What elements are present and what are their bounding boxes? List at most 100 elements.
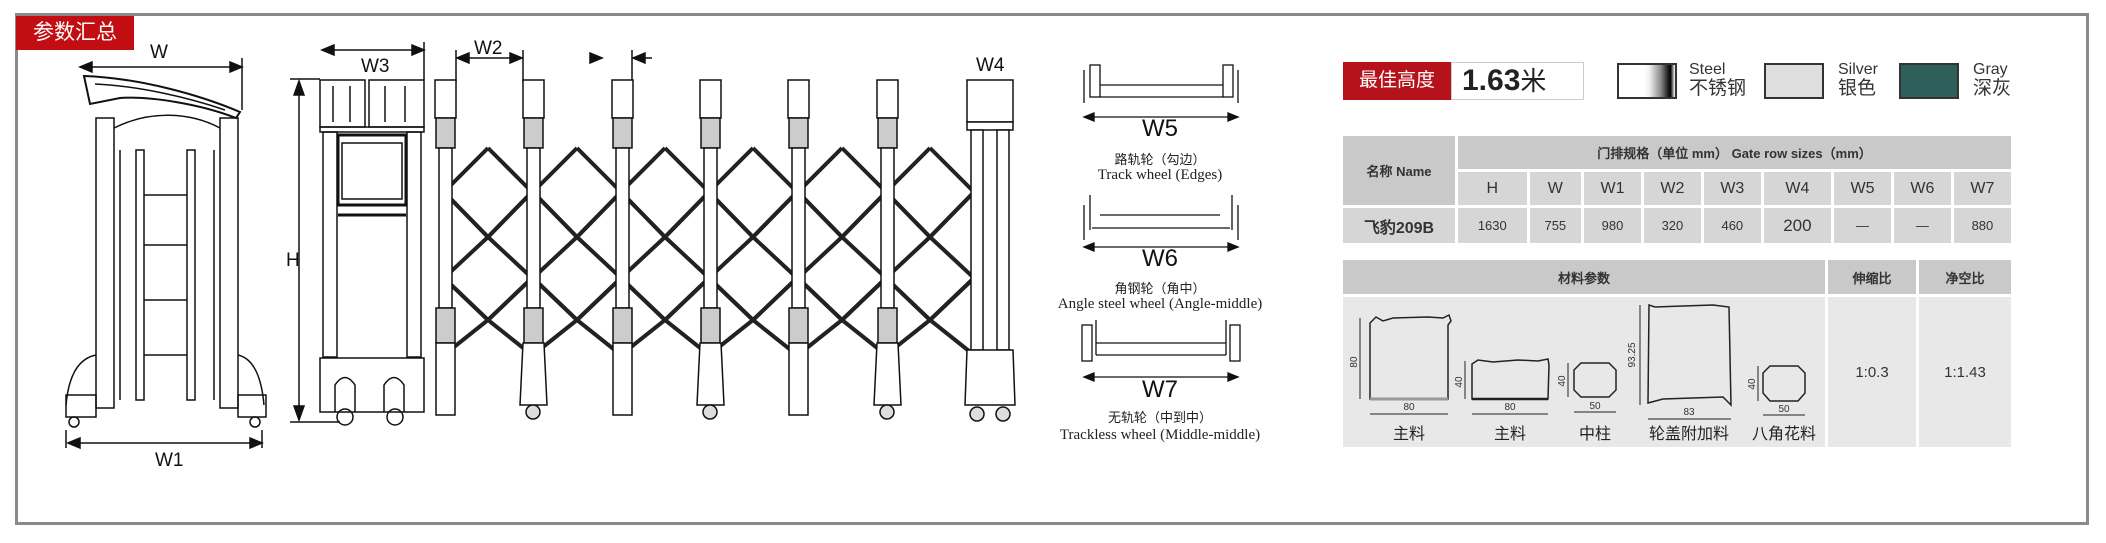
- size-value-w3: 460: [1703, 208, 1761, 243]
- clearance-ratio-value: 1:1.43: [1919, 297, 2011, 447]
- stretch-ratio-header: 伸缩比: [1828, 260, 1916, 294]
- gate-post: [611, 79, 634, 416]
- content-frame: [15, 13, 2089, 525]
- dim-label-w1: W1: [155, 450, 184, 471]
- wheel-w7-name-en: Trackless wheel (Middle-middle): [1059, 427, 1261, 443]
- gate-size-table: 名称 Name 门排规格（单位 mm） Gate row sizes（mm） H…: [1340, 133, 2014, 246]
- lattice-bar: [442, 190, 534, 240]
- wheel-w6-label: W6: [1142, 245, 1178, 272]
- front-end-post: [290, 42, 426, 426]
- profile-octagon-40x50: 40 50: [1747, 365, 1806, 416]
- color-swatch-steel: [1617, 63, 1677, 99]
- stretch-ratio-value: 1:0.3: [1828, 297, 1916, 447]
- lattice-bar: [619, 276, 711, 323]
- profile-name: 中柱: [1579, 425, 1611, 443]
- profile-height-label: 40: [1454, 376, 1465, 388]
- best-height-number: 1.63: [1462, 64, 1521, 97]
- model-name: 飞豹209B: [1343, 208, 1455, 243]
- lattice-bar: [796, 276, 888, 323]
- profile-name: 主料: [1393, 425, 1425, 443]
- lattice-bar: [884, 276, 976, 323]
- material-table: 材料参数 伸缩比 净空比 80 80: [1340, 257, 2014, 450]
- dimension-arrows: [455, 50, 652, 82]
- track-wheel-diagram: [1082, 64, 1240, 122]
- best-height-label: 最佳高度: [1343, 62, 1451, 100]
- wheel-w5-label: W5: [1142, 115, 1178, 142]
- trackless-wheel-diagram: [1081, 320, 1241, 382]
- color-name-en: Gray: [1973, 61, 2008, 78]
- lattice-bar: [484, 146, 535, 357]
- name-header: 名称 Name: [1343, 136, 1455, 205]
- gate-post: [873, 79, 902, 420]
- lattice-bar: [884, 190, 976, 240]
- gate-size-group-header: 门排规格（单位 mm） Gate row sizes（mm）: [1458, 136, 2011, 169]
- size-value-w4: 200: [1763, 208, 1832, 243]
- dim-label-w3: W3: [361, 56, 390, 77]
- lattice-bar: [531, 190, 623, 240]
- wheel-w5-name-en: Track wheel (Edges): [1097, 167, 1223, 183]
- profile-wheel-cover-93x83: 93.25 83: [1627, 303, 1732, 420]
- column-header-w1: W1: [1584, 172, 1641, 205]
- color-name-en: Steel: [1689, 61, 1726, 78]
- gate-drawing: [65, 42, 1016, 450]
- lattice-bar: [796, 190, 888, 240]
- profile-height-label: 80: [1349, 356, 1360, 368]
- wheel-w5-name-cn: 路轨轮（勾边）: [1114, 153, 1206, 168]
- wheel-w6-name-cn: 角钢轮（角中）: [1114, 282, 1206, 297]
- column-header-h: H: [1458, 172, 1527, 205]
- gate-post: [696, 79, 725, 420]
- dim-label-w2: W2: [474, 38, 503, 59]
- color-name-en: Silver: [1838, 61, 1879, 78]
- clearance-ratio-header: 净空比: [1919, 260, 2011, 294]
- column-header-w: W: [1529, 172, 1582, 205]
- side-view-gate: [65, 58, 267, 450]
- profile-width-label: 50: [1778, 404, 1790, 415]
- lattice-bar: [619, 190, 711, 240]
- size-value-w6: —: [1893, 208, 1951, 243]
- color-swatch-silver: [1764, 63, 1824, 99]
- color-name-cn: 银色: [1838, 78, 1877, 99]
- profile-name: 八角花料: [1752, 425, 1816, 443]
- profile-column-40x50: 40 50: [1557, 362, 1617, 413]
- wheel-w7-label: W7: [1142, 376, 1178, 403]
- column-header-w7: W7: [1953, 172, 2011, 205]
- profile-width-label: 50: [1589, 401, 1601, 412]
- section-tag: 参数汇总: [16, 16, 134, 50]
- color-name-cn: 深灰: [1973, 78, 2012, 99]
- profile-width-label: 80: [1403, 402, 1415, 413]
- lattice-bar: [749, 146, 800, 357]
- size-value-w5: —: [1834, 208, 1891, 243]
- size-value-h: 1630: [1458, 208, 1527, 243]
- profile-name: 主料: [1494, 425, 1526, 443]
- profile-height-label: 93.25: [1627, 342, 1638, 367]
- material-header: 材料参数: [1343, 260, 1825, 294]
- dim-label-w: W: [150, 42, 168, 63]
- gate-post: [519, 79, 548, 420]
- material-profiles-cell: 80 80 40 80 40: [1343, 297, 1825, 447]
- profile-height-label: 40: [1557, 375, 1568, 387]
- profile-main-40x80: 40 80: [1454, 358, 1550, 415]
- lattice-bar: [707, 276, 799, 323]
- profile-name: 轮盖附加料: [1649, 425, 1729, 443]
- color-name-cn: 不锈钢: [1689, 78, 1747, 99]
- wheel-w7-name-cn: 无轨轮（中到中）: [1107, 411, 1212, 426]
- gate-posts: [434, 79, 1016, 422]
- dim-label-h: H: [286, 250, 300, 271]
- lattice-bar: [531, 276, 623, 323]
- material-profiles: 80 80 40 80 40: [1349, 303, 1816, 443]
- profile-height-label: 40: [1747, 378, 1758, 390]
- lattice-bar: [442, 276, 534, 323]
- best-height-value: 1.63米: [1451, 62, 1584, 100]
- wheel-w6-name-en: Angle steel wheel (Angle-middle): [1057, 296, 1263, 312]
- best-height-unit: 米: [1520, 66, 1547, 96]
- column-header-w3: W3: [1703, 172, 1761, 205]
- end-post-w4: [964, 79, 1016, 422]
- size-value-w1: 980: [1584, 208, 1641, 243]
- size-value-w2: 320: [1643, 208, 1701, 243]
- wheel-diagrams: [1081, 64, 1241, 382]
- color-swatch-gray: [1899, 63, 1959, 99]
- lattice-bar: [926, 146, 977, 357]
- column-header-w6: W6: [1893, 172, 1951, 205]
